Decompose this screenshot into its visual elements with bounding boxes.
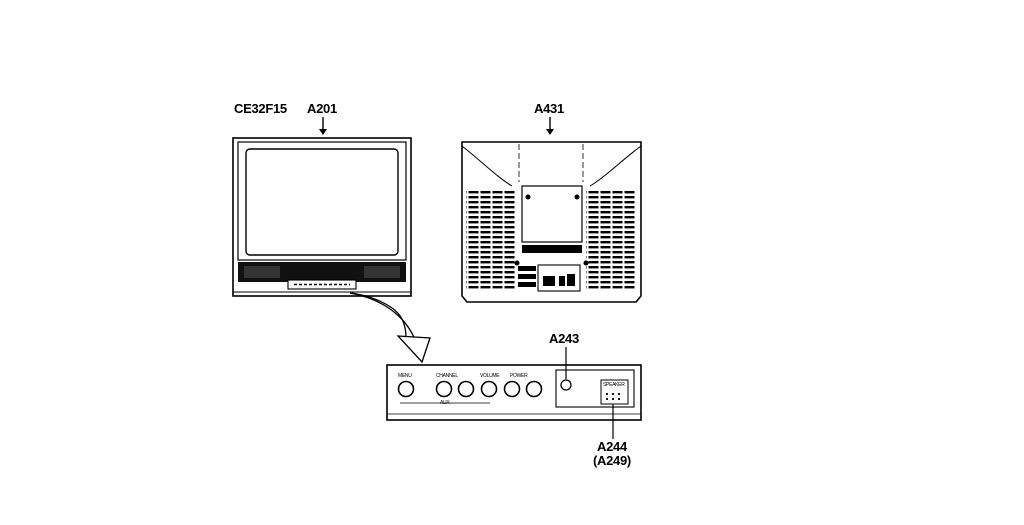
panel-text-power: POWER	[510, 373, 528, 379]
tv-speaker-left	[244, 266, 280, 278]
knob-menu	[397, 380, 415, 398]
tv-back-view	[461, 117, 642, 303]
tv-screen	[245, 148, 399, 256]
callout-arrow	[349, 292, 431, 364]
panel-text-channel: CHANNEL	[436, 373, 458, 379]
control-board-window	[600, 379, 629, 405]
knob-volume	[480, 380, 498, 398]
panel-text-menu: MENU	[398, 373, 412, 379]
model-number-label: CE32F15	[234, 101, 287, 116]
arrow-a201	[319, 129, 327, 135]
tv-front-view	[232, 117, 412, 297]
knob-aux	[525, 380, 543, 398]
tv-speaker-right	[364, 266, 400, 278]
power-indicator-lens	[560, 379, 572, 391]
back-vents-right	[586, 190, 636, 290]
knob-channel-down	[435, 380, 453, 398]
control-panel	[386, 347, 642, 439]
part-label-a431: A431	[534, 101, 564, 116]
panel-text-aux: AUX	[440, 400, 450, 406]
panel-text-volume: VOLUME	[480, 373, 500, 379]
part-label-a249: (A249)	[593, 453, 631, 468]
knob-power	[503, 380, 521, 398]
back-lower-bar	[522, 245, 582, 253]
panel-text-speaker: SPEAKER	[603, 382, 625, 388]
arrow-a431	[546, 129, 554, 135]
back-center-plate	[521, 185, 583, 243]
knob-channel-up	[457, 380, 475, 398]
part-label-a244: A244	[597, 439, 627, 454]
back-vents-left	[466, 190, 516, 290]
part-label-a201: A201	[307, 101, 337, 116]
part-label-a243: A243	[549, 331, 579, 346]
